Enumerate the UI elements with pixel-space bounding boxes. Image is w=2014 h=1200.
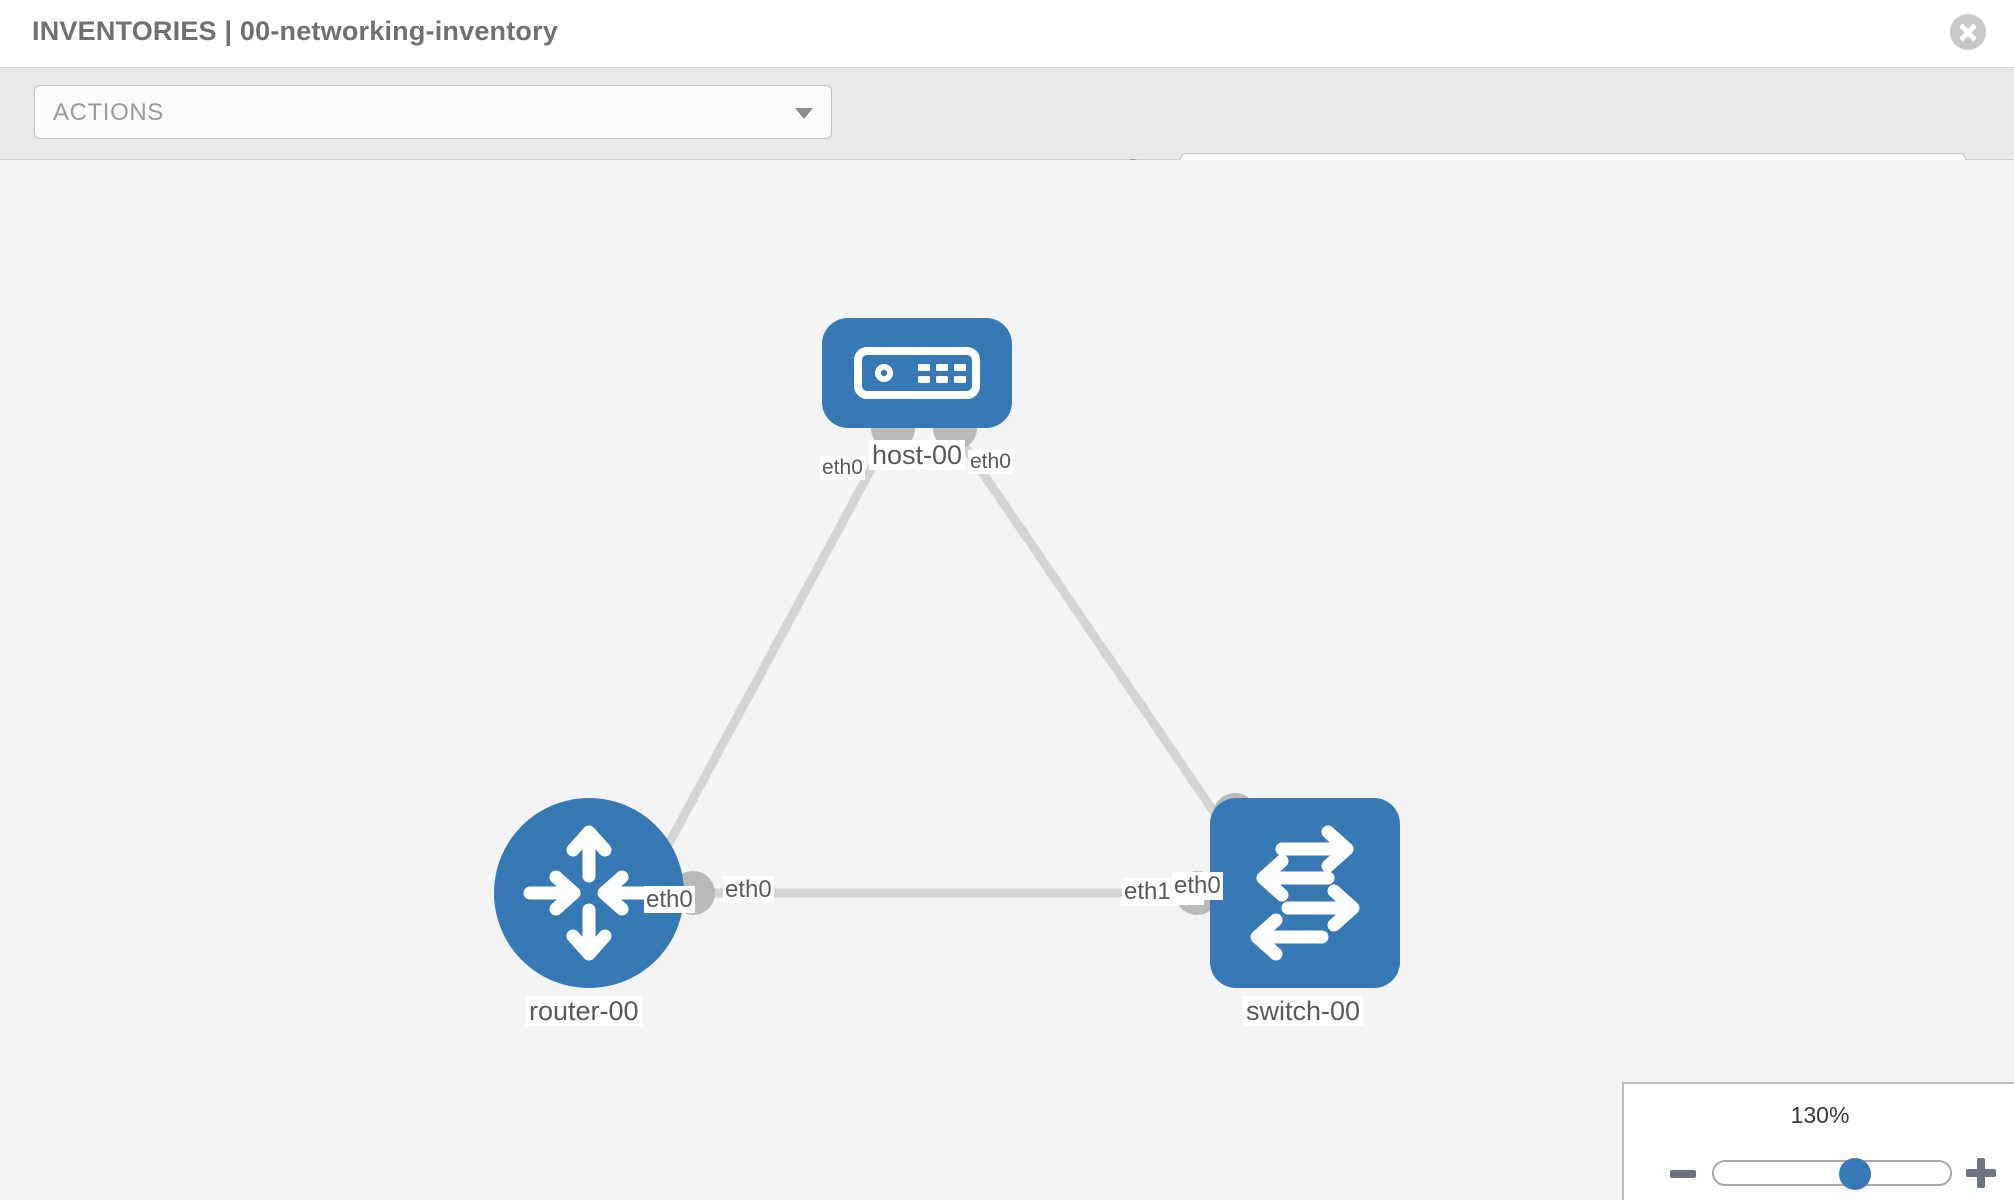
toolbar: ACTIONS SEARCH: [0, 68, 2014, 207]
page-title: INVENTORIES | 00-networking-inventory: [32, 16, 559, 46]
interface-label-router-right: eth0: [723, 876, 774, 904]
topology-canvas[interactable]: host-00 eth0 eth0: [0, 160, 2014, 1200]
actions-dropdown-label: ACTIONS: [53, 99, 164, 126]
switch-arrows-icon: [1250, 825, 1360, 961]
interface-label-switch-diag: eth0: [1172, 872, 1223, 900]
zoom-slider-track[interactable]: [1712, 1160, 1952, 1186]
node-label-host-00: host-00: [869, 440, 966, 471]
node-switch-00[interactable]: [1210, 798, 1400, 988]
router-arrows-icon: [523, 825, 655, 961]
interface-label-switch-left: eth1: [1122, 878, 1173, 906]
node-host-00[interactable]: [822, 318, 1012, 428]
node-label-router-00: router-00: [526, 996, 642, 1027]
page-header: INVENTORIES | 00-networking-inventory: [0, 0, 2014, 68]
interface-label-host-left: eth0: [820, 456, 865, 481]
zoom-level-value: 130%: [1790, 1102, 1850, 1128]
link-host-switch: [946, 422, 1244, 853]
link-host-router: [656, 422, 899, 863]
actions-dropdown[interactable]: ACTIONS: [34, 85, 832, 139]
interface-label-router-up: eth0: [644, 886, 695, 914]
zoom-in-icon-horizontal: [1966, 1169, 1996, 1177]
zoom-out-button[interactable]: [1670, 1170, 1696, 1178]
zoom-in-button[interactable]: [1966, 1158, 1996, 1188]
chevron-down-icon: [795, 108, 813, 119]
node-label-switch-00: switch-00: [1243, 996, 1364, 1027]
topology-links: [656, 406, 1257, 915]
zoom-slider-thumb[interactable]: [1839, 1158, 1871, 1190]
zoom-control-panel: 130%: [1622, 1082, 2014, 1200]
interface-label-host-right: eth0: [968, 450, 1013, 475]
close-icon[interactable]: [1950, 14, 1986, 50]
server-icon: [854, 347, 980, 399]
